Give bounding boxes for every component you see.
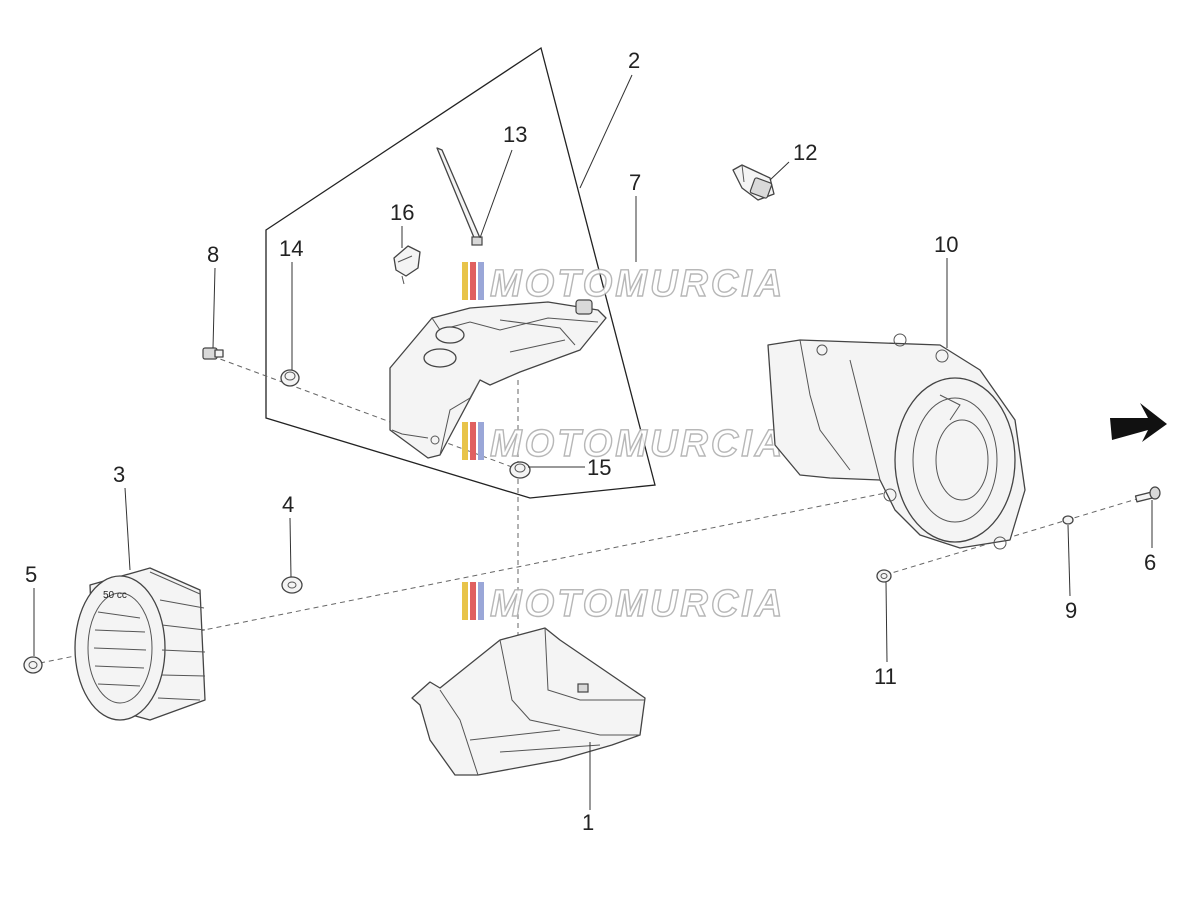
callout-16: 16 — [390, 200, 414, 225]
part-screw-8 — [202, 347, 224, 360]
part-nut-11 — [876, 569, 892, 583]
callout-15: 15 — [587, 455, 611, 480]
watermark-1: MOTOMURCIA — [462, 262, 785, 306]
callout-9: 9 — [1065, 598, 1077, 623]
part-upper-cover — [389, 299, 607, 459]
part-fan-shroud — [767, 333, 1026, 550]
watermark-3: MOTOMURCIA — [462, 582, 785, 626]
callout-14: 14 — [279, 236, 303, 261]
callout-5: 5 — [25, 562, 37, 587]
callout-6: 6 — [1144, 550, 1156, 575]
part-cooling-fan: 50 cc — [74, 567, 206, 721]
watermark-text: MOTOMURCIA — [490, 263, 785, 305]
callout-3: 3 — [113, 462, 125, 487]
callout-10: 10 — [934, 232, 958, 257]
callout-13: 13 — [503, 122, 527, 147]
callout-4: 4 — [282, 492, 294, 517]
part-hose-clip — [393, 245, 421, 285]
part-washer-5 — [23, 656, 43, 674]
callout-labels: 2 7 13 16 8 14 15 4 5 3 12 10 6 9 11 1 — [25, 48, 1156, 835]
leader-lines — [33, 74, 1153, 810]
watermark-text: MOTOMURCIA — [490, 423, 785, 465]
part-clip-strap — [436, 147, 483, 246]
callout-11: 11 — [874, 664, 897, 689]
watermark-text: MOTOMURCIA — [490, 583, 785, 625]
part-screw-6 — [1134, 486, 1161, 503]
callout-8: 8 — [207, 242, 219, 267]
part-bushing-14 — [280, 369, 300, 387]
arrow-right-icon — [1110, 403, 1167, 442]
part-bushing-15 — [509, 461, 531, 479]
callout-2: 2 — [628, 48, 640, 73]
part-washer-9 — [1062, 515, 1074, 525]
assembly-frame — [265, 46, 656, 499]
part-sensor — [732, 164, 775, 201]
callout-1: 1 — [582, 810, 594, 835]
part-nut-4 — [281, 576, 303, 594]
part-lower-cover — [411, 627, 646, 776]
watermark-2: MOTOMURCIA — [462, 422, 785, 466]
callout-7: 7 — [629, 170, 641, 195]
callout-12: 12 — [793, 140, 817, 165]
fan-marking: 50 cc — [103, 590, 127, 601]
